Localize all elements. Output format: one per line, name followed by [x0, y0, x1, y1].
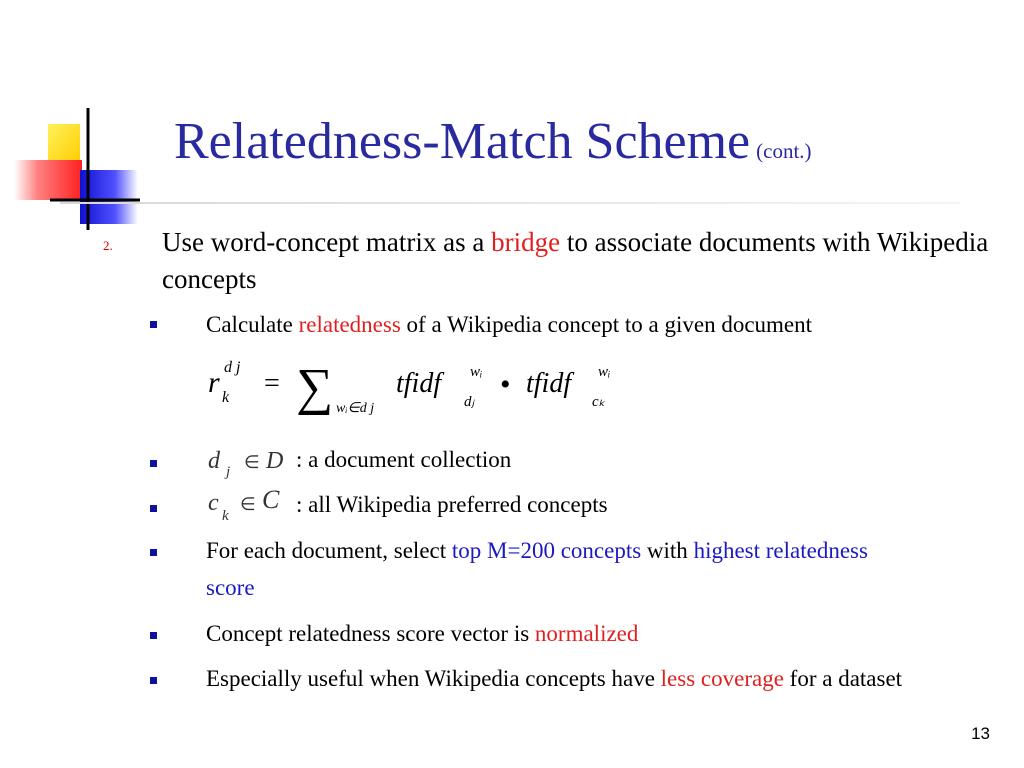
sym-in: ∈ — [240, 494, 256, 514]
title-text: Relatedness-Match Scheme — [174, 113, 751, 170]
bullet-highlight-2: highest relatedness score — [206, 538, 868, 600]
formula-dj: d j — [224, 359, 241, 376]
dj-in-D-symbol: d j ∈ D — [208, 448, 283, 480]
deco-red-bar — [14, 160, 82, 200]
bullet-calculate: Calculate relatedness of a Wikipedia con… — [206, 306, 996, 343]
bullet-less-coverage: Especially useful when Wikipedia concept… — [206, 660, 996, 697]
bullet-text: Calculate — [206, 312, 299, 337]
formula-sup-w1: wᵢ — [470, 364, 482, 380]
slide-title: Relatedness-Match Scheme(cont.) — [174, 112, 812, 171]
main-point: Use word-concept matrix as a bridge to a… — [162, 224, 1002, 298]
main-point-highlight: bridge — [491, 227, 561, 257]
bullet-marker — [150, 677, 157, 684]
formula-sub-ck: cₖ — [592, 394, 606, 410]
main-point-text: Use word-concept matrix as a — [162, 227, 492, 257]
bullet-text-mid: with — [641, 538, 694, 563]
sym-c: c — [208, 490, 219, 516]
bullet-wiki-concepts: : all Wikipedia preferred concepts — [296, 486, 1024, 523]
formula-k: k — [222, 389, 230, 406]
sym-in: ∈ — [244, 452, 260, 472]
bullet-text: For each document, select — [206, 538, 452, 563]
bullet-marker — [150, 321, 157, 328]
bullet-top-m: For each document, select top M=200 conc… — [206, 532, 906, 606]
corner-decoration — [14, 108, 140, 230]
bullet-marker — [150, 549, 157, 556]
bullet-highlight: less coverage — [660, 666, 784, 691]
bullet-doc-collection: : a document collection — [296, 441, 1024, 478]
sym-D: D — [265, 448, 283, 474]
formula-sup-w2: wᵢ — [598, 364, 610, 380]
bullet-text-end: for a dataset — [783, 666, 903, 691]
deco-yellow-square — [48, 124, 80, 164]
bullet-marker — [150, 505, 157, 512]
deco-blue-square — [80, 170, 138, 224]
formula-tfidf-1: tfidf — [396, 368, 444, 399]
item-number: 2. — [103, 238, 113, 253]
formula-sigma: ∑ — [296, 359, 333, 416]
bullet-marker — [150, 460, 157, 467]
bullet-highlight: top M=200 concepts — [451, 538, 642, 563]
sym-k: k — [222, 508, 229, 524]
sym-d: d — [208, 448, 221, 474]
formula-r: r — [208, 366, 220, 399]
formula-sum-sub: wᵢ∈d j — [336, 401, 374, 416]
bullet-normalized: Concept relatedness score vector is norm… — [206, 615, 996, 652]
bullet-text-end: of a Wikipedia concept to a given docume… — [400, 312, 813, 337]
sym-j: j — [224, 464, 230, 480]
bullet-text: : a document collection — [296, 447, 512, 472]
title-suffix: (cont.) — [756, 139, 812, 163]
bullet-text: : all Wikipedia preferred concepts — [296, 492, 608, 517]
formula-tfidf-2: tfidf — [526, 368, 574, 399]
sym-C: C — [262, 485, 280, 514]
bullet-text: Especially useful when Wikipedia concept… — [206, 666, 661, 691]
bullet-highlight: relatedness — [298, 312, 401, 337]
ck-in-C-symbol: c k ∈ C — [208, 485, 280, 524]
page-number: 13 — [971, 724, 990, 743]
bullet-text: Concept relatedness score vector is — [206, 621, 535, 646]
main-point-text-end: to associate documents with Wikipedia co… — [162, 227, 989, 294]
formula-eq: = — [264, 368, 280, 399]
bullet-marker — [150, 632, 157, 639]
relatedness-formula: r k d j = ∑ wᵢ∈d j tfidf wᵢ dⱼ • tfidf w… — [208, 359, 610, 416]
formula-dot: • — [500, 368, 511, 401]
title-divider — [60, 202, 960, 204]
bullet-highlight: normalized — [534, 621, 639, 646]
formula-sub-dj: dⱼ — [464, 394, 476, 410]
